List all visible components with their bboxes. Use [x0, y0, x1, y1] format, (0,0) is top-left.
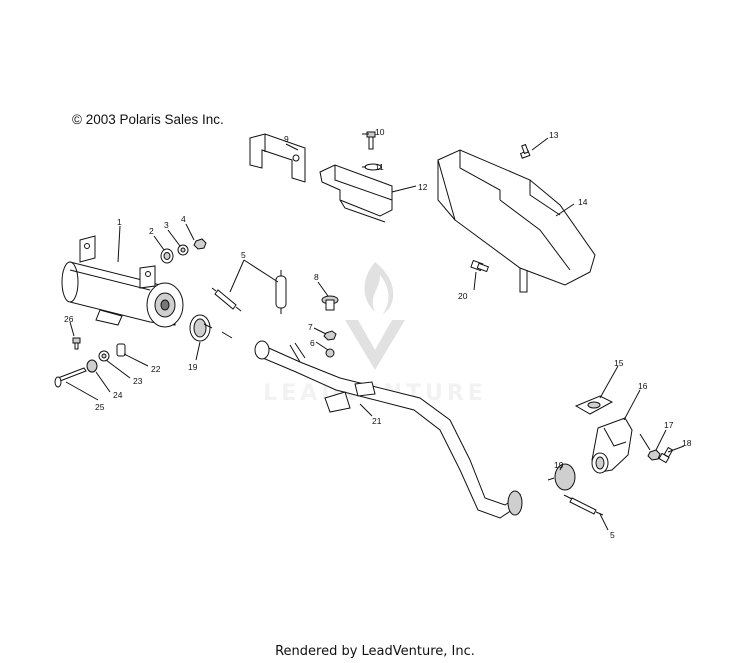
heat-shield-part-14	[437, 149, 596, 293]
callout-18: 18	[682, 438, 692, 448]
callout-2: 2	[149, 226, 154, 236]
spacer-part-22	[116, 343, 126, 357]
callout-25: 25	[95, 402, 105, 412]
callout-8: 8	[314, 272, 319, 282]
washer-part-6	[325, 348, 335, 358]
copyright-notice: © 2003 Polaris Sales Inc.	[72, 112, 224, 127]
footer-credit: Rendered by LeadVenture, Inc.	[275, 644, 475, 659]
callout-17: 17	[664, 420, 674, 430]
callout-12: 12	[418, 182, 428, 192]
callout-6: 6	[310, 338, 315, 348]
callout-21: 21	[372, 416, 382, 426]
callout-20: 20	[458, 291, 468, 301]
washer-part-2	[160, 248, 174, 264]
leadventure-watermark: LEADVENTURE	[263, 262, 483, 406]
callout-19-left: 19	[188, 362, 198, 372]
callout-19-right: 19	[554, 460, 564, 470]
screw-part-13	[519, 143, 531, 159]
nut-part-17	[647, 449, 661, 461]
bolt-part-25	[54, 367, 87, 388]
nut-part-7	[323, 330, 337, 341]
callout-9: 9	[284, 134, 289, 144]
leader-lines	[65, 133, 685, 531]
callout-14: 14	[578, 197, 588, 207]
bolt-part-20	[470, 259, 490, 273]
washer-part-3	[177, 244, 189, 256]
callout-24: 24	[113, 390, 123, 400]
callout-4: 4	[181, 214, 186, 224]
callout-22: 22	[151, 364, 161, 374]
spring-part-5-left	[211, 287, 242, 312]
gasket-part-15	[574, 395, 614, 415]
muffler-part-1	[61, 235, 184, 328]
spring-part-5-mid	[275, 270, 287, 314]
spring-part-5-right	[563, 494, 604, 516]
bolt-part-10	[366, 131, 376, 150]
callout-10: 10	[375, 127, 385, 137]
callout-11: 11	[375, 162, 384, 172]
callout-5-left: 5	[241, 250, 246, 260]
callout-26: 26	[64, 314, 74, 324]
head-pipe-part-21	[254, 340, 523, 519]
callout-1: 1	[117, 217, 122, 227]
bolt-part-18	[658, 446, 674, 464]
exhaust-flange-part-16	[591, 417, 633, 474]
washer-part-23	[98, 350, 110, 362]
callout-13: 13	[549, 130, 559, 140]
callout-7: 7	[308, 322, 313, 332]
callout-16: 16	[638, 381, 648, 391]
stud-part-8	[321, 295, 339, 311]
callout-23: 23	[133, 376, 143, 386]
callout-5-right: 5	[610, 530, 615, 540]
bracket-part-9	[249, 133, 306, 183]
callout-3: 3	[164, 220, 169, 230]
callout-labels: 1 2 3 4 5 5 6 7 8 9 10 11 12 13 14 15 16…	[64, 127, 692, 540]
bracket-part-12	[319, 164, 393, 223]
gasket-part-19-left	[189, 314, 211, 342]
grommet-part-24	[86, 359, 98, 373]
gasket-part-19-right	[554, 463, 576, 491]
callout-15: 15	[614, 358, 624, 368]
screw-part-26	[72, 337, 81, 350]
nut-part-4	[193, 238, 207, 250]
